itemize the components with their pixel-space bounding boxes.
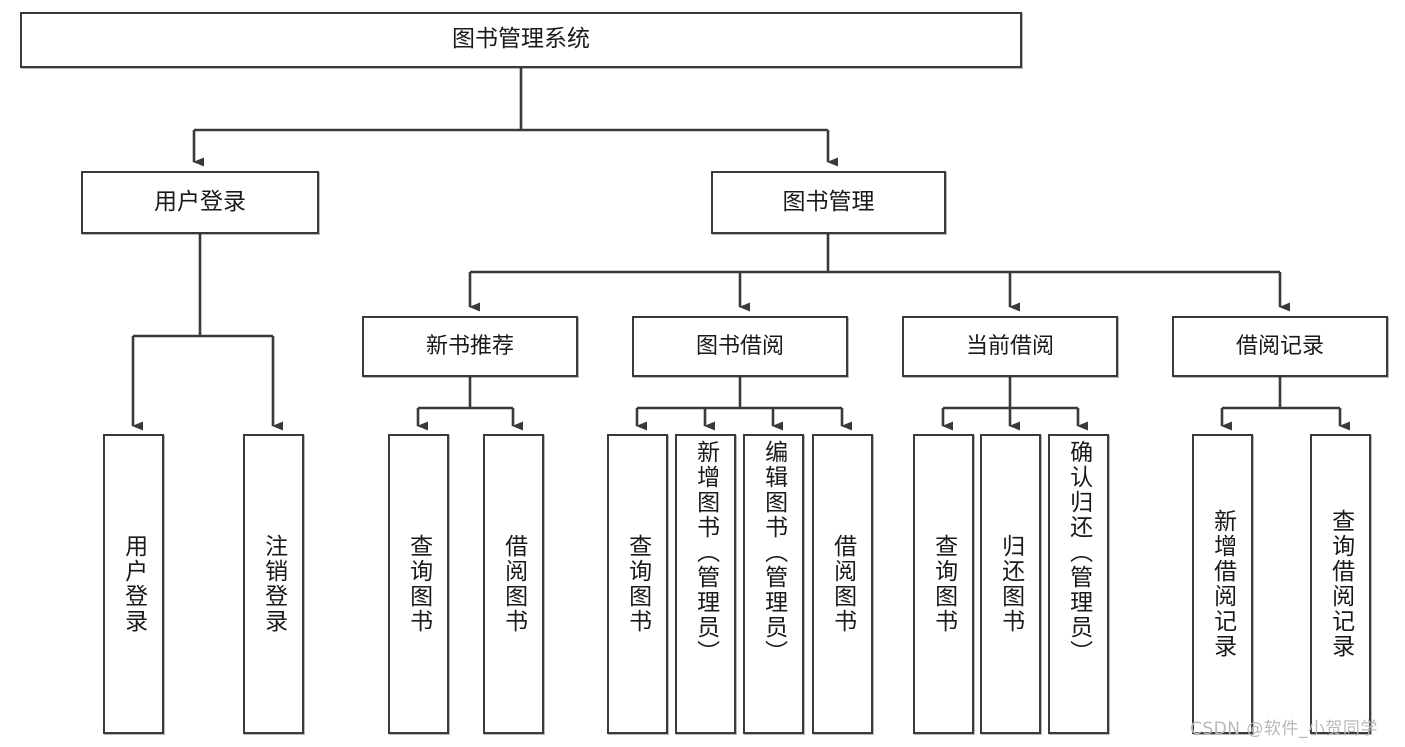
- leaf-logout-login-label: 注销登录: [260, 534, 287, 634]
- node-root-label: 图书管理系统: [452, 26, 590, 53]
- leaf-add-book-admin-label: 新增图书（管理员）: [692, 440, 719, 665]
- leaf-borrow-book-borrow[interactable]: 借阅图书: [812, 434, 873, 734]
- node-book-management-label: 图书管理: [782, 188, 875, 215]
- leaf-return-book-label: 归还图书: [997, 534, 1024, 634]
- node-borrow-record-label: 借阅记录: [1235, 333, 1324, 359]
- node-current-borrow-label: 当前借阅: [965, 333, 1054, 359]
- leaf-add-borrow-record[interactable]: 新增借阅记录: [1192, 434, 1253, 734]
- node-new-book-recommend[interactable]: 新书推荐: [362, 316, 578, 377]
- node-borrow-record[interactable]: 借阅记录: [1172, 316, 1388, 377]
- node-user-login[interactable]: 用户登录: [81, 171, 319, 234]
- leaf-add-book-admin[interactable]: 新增图书（管理员）: [675, 434, 736, 734]
- leaf-query-book-current-label: 查询图书: [930, 534, 957, 634]
- leaf-query-borrow-record-label: 查询借阅记录: [1327, 509, 1354, 659]
- leaf-query-book-borrow[interactable]: 查询图书: [607, 434, 668, 734]
- leaf-user-login[interactable]: 用户登录: [103, 434, 164, 734]
- leaf-borrow-book-recommend[interactable]: 借阅图书: [483, 434, 544, 734]
- leaf-confirm-return-admin[interactable]: 确认归还（管理员）: [1048, 434, 1109, 734]
- leaf-query-book-recommend[interactable]: 查询图书: [388, 434, 449, 734]
- leaf-user-login-label: 用户登录: [120, 534, 147, 634]
- node-new-book-recommend-label: 新书推荐: [425, 333, 514, 359]
- node-book-management[interactable]: 图书管理: [711, 171, 946, 234]
- leaf-borrow-book-borrow-label: 借阅图书: [829, 534, 856, 634]
- leaf-query-book-borrow-label: 查询图书: [624, 534, 651, 634]
- leaf-logout-login[interactable]: 注销登录: [243, 434, 304, 734]
- node-root[interactable]: 图书管理系统: [20, 12, 1022, 68]
- leaf-confirm-return-admin-label: 确认归还（管理员）: [1065, 440, 1092, 665]
- leaf-edit-book-admin[interactable]: 编辑图书（管理员）: [743, 434, 804, 734]
- leaf-query-book-current[interactable]: 查询图书: [913, 434, 974, 734]
- leaf-query-book-recommend-label: 查询图书: [405, 534, 432, 634]
- csdn-watermark: CSDN @软件_小贺同学: [1190, 719, 1378, 739]
- leaf-return-book[interactable]: 归还图书: [980, 434, 1041, 734]
- leaf-edit-book-admin-label: 编辑图书（管理员）: [760, 440, 787, 665]
- node-book-borrow[interactable]: 图书借阅: [632, 316, 848, 377]
- node-current-borrow[interactable]: 当前借阅: [902, 316, 1118, 377]
- leaf-borrow-book-recommend-label: 借阅图书: [500, 534, 527, 634]
- node-user-login-label: 用户登录: [154, 188, 246, 215]
- leaf-query-borrow-record[interactable]: 查询借阅记录: [1310, 434, 1371, 734]
- leaf-add-borrow-record-label: 新增借阅记录: [1209, 509, 1236, 659]
- node-book-borrow-label: 图书借阅: [695, 333, 784, 359]
